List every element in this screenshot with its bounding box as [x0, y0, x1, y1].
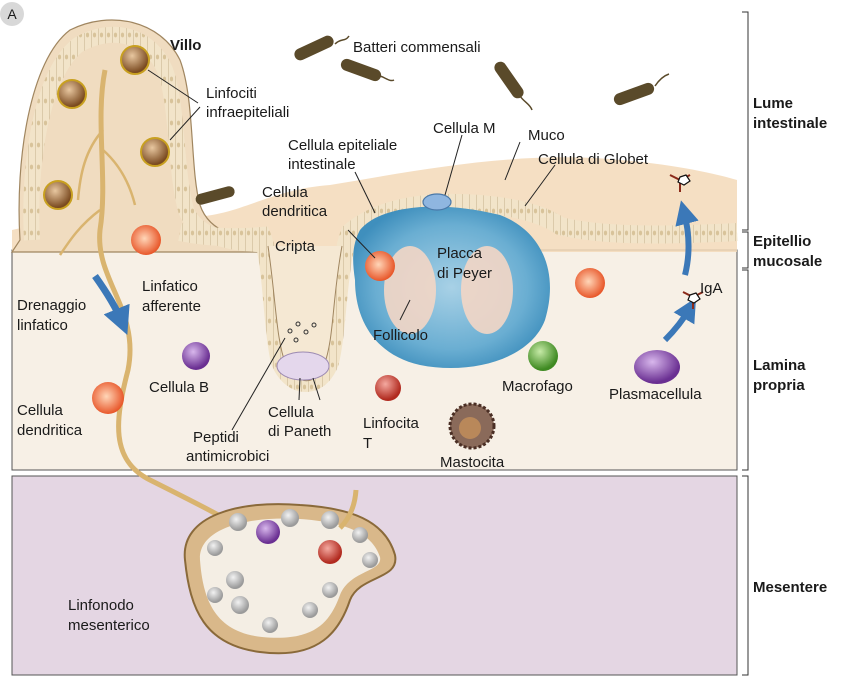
label-intraepithelial-1: Linfociti: [206, 85, 257, 102]
label-peyer-1: Placca: [437, 245, 483, 262]
label-dendritic-top-2: dendritica: [262, 203, 328, 220]
label-plasma-cell: Plasmacellula: [609, 386, 702, 403]
iga-markers: [669, 174, 704, 309]
drainage-arrow: [92, 273, 130, 335]
label-epithelial-2: intestinale: [288, 156, 356, 173]
panel-letter: A: [7, 6, 17, 22]
intraepithelial-lymphocytes: [43, 45, 170, 210]
m-cell: [422, 193, 452, 211]
efferent-vessel: [338, 489, 359, 530]
label-dendritic-left-1: Cellula: [17, 402, 64, 419]
leader-lines: [147, 69, 556, 431]
label-intraepithelial-2: infraepiteliali: [206, 104, 289, 121]
label-paneth-2: di Paneth: [268, 423, 331, 440]
label-commensal-bacteria: Batteri commensali: [353, 39, 481, 56]
lymphocyte-4: [43, 180, 73, 210]
t-cell: [375, 375, 401, 401]
label-goblet-cell: Cellula di Globet: [538, 151, 649, 168]
lymphocyte-2: [120, 45, 150, 75]
bacterium-2: [340, 58, 382, 82]
label-mucus: Muco: [528, 127, 565, 144]
panel-badge: [0, 2, 24, 26]
label-iga: IgA: [700, 280, 723, 297]
plasma-cell: [634, 350, 680, 384]
label-peptides-1: Peptidi: [193, 429, 239, 446]
lymph-branch-2: [102, 149, 137, 206]
b-cell-node: [256, 520, 280, 544]
region-lamina-1: Lamina: [753, 357, 806, 374]
label-epithelial-1: Cellula epiteliale: [288, 137, 397, 154]
label-dendritic-left-2: dendritica: [17, 422, 83, 439]
label-paneth-1: Cellula: [268, 404, 315, 421]
follicle-right: [461, 246, 513, 334]
iga-arrow-upper: [675, 200, 699, 276]
bacterium-5: [195, 186, 235, 205]
crypt: [267, 245, 343, 382]
dendritic-cell-lamina: [92, 382, 124, 414]
label-t-cell-1: Linfocita: [363, 415, 420, 432]
label-b-cell: Cellula B: [149, 379, 209, 396]
label-afferent-1: Linfatico: [142, 278, 198, 295]
region-lumen-1: Lume: [753, 95, 793, 112]
region-mesentery: Mesentere: [753, 579, 827, 596]
dendritic-cell-villus: [131, 225, 161, 255]
label-follicle: Follicolo: [373, 327, 428, 344]
label-peyer-2: di Peyer: [437, 265, 492, 282]
mast-cell-nucleus: [459, 417, 481, 439]
region-lumen-2: intestinale: [753, 115, 827, 132]
bacterium-4: [613, 82, 655, 106]
villus-title: Villo: [170, 37, 201, 54]
bacterium-3: [494, 61, 524, 99]
label-lymph-node-2: mesenterico: [68, 617, 150, 634]
label-lymph-drain-2: linfatico: [17, 317, 68, 334]
label-peptides-2: antimicrobici: [186, 448, 269, 465]
lymphocyte-1: [57, 79, 87, 109]
villus-epithelium: [23, 26, 263, 252]
label-lymph-drain-1: Drenaggio: [17, 297, 86, 314]
t-cell-node: [318, 540, 342, 564]
follicle-left: [384, 246, 436, 334]
macrophage: [528, 341, 558, 371]
lymphatic-vessel: [97, 69, 262, 543]
dendritic-cell-right: [575, 268, 605, 298]
lymph-branch-3: [58, 209, 101, 256]
label-mast-cell: Mastocita: [440, 454, 505, 471]
lymph-node-follicles: [207, 509, 378, 633]
label-m-cell: Cellula M: [433, 120, 496, 137]
lymphocyte-3: [140, 137, 170, 167]
label-t-cell-2: T: [363, 435, 372, 452]
label-afferent-2: afferente: [142, 298, 201, 315]
lymph-branch-1: [76, 129, 104, 201]
dendritic-cell-peyer: [365, 251, 395, 281]
bacterium-1: [294, 35, 334, 61]
region-lamina-2: propria: [753, 377, 805, 394]
bacteria-group: [195, 35, 670, 205]
region-bracket: [742, 11, 749, 676]
label-lymph-node-1: Linfonodo: [68, 597, 134, 614]
region-epithelium-1: Epitellio: [753, 233, 811, 250]
antimicrobial-peptides: [287, 321, 317, 343]
epithelium-band: [178, 193, 738, 392]
region-epithelium-2: mucosale: [753, 253, 822, 270]
label-crypt: Cripta: [275, 238, 316, 255]
paneth-cells: [276, 351, 330, 381]
label-dendritic-top-1: Cellula: [262, 184, 309, 201]
b-cell: [182, 342, 210, 370]
iga-arrow-lower: [662, 297, 697, 343]
label-macrophage: Macrofago: [502, 378, 573, 395]
